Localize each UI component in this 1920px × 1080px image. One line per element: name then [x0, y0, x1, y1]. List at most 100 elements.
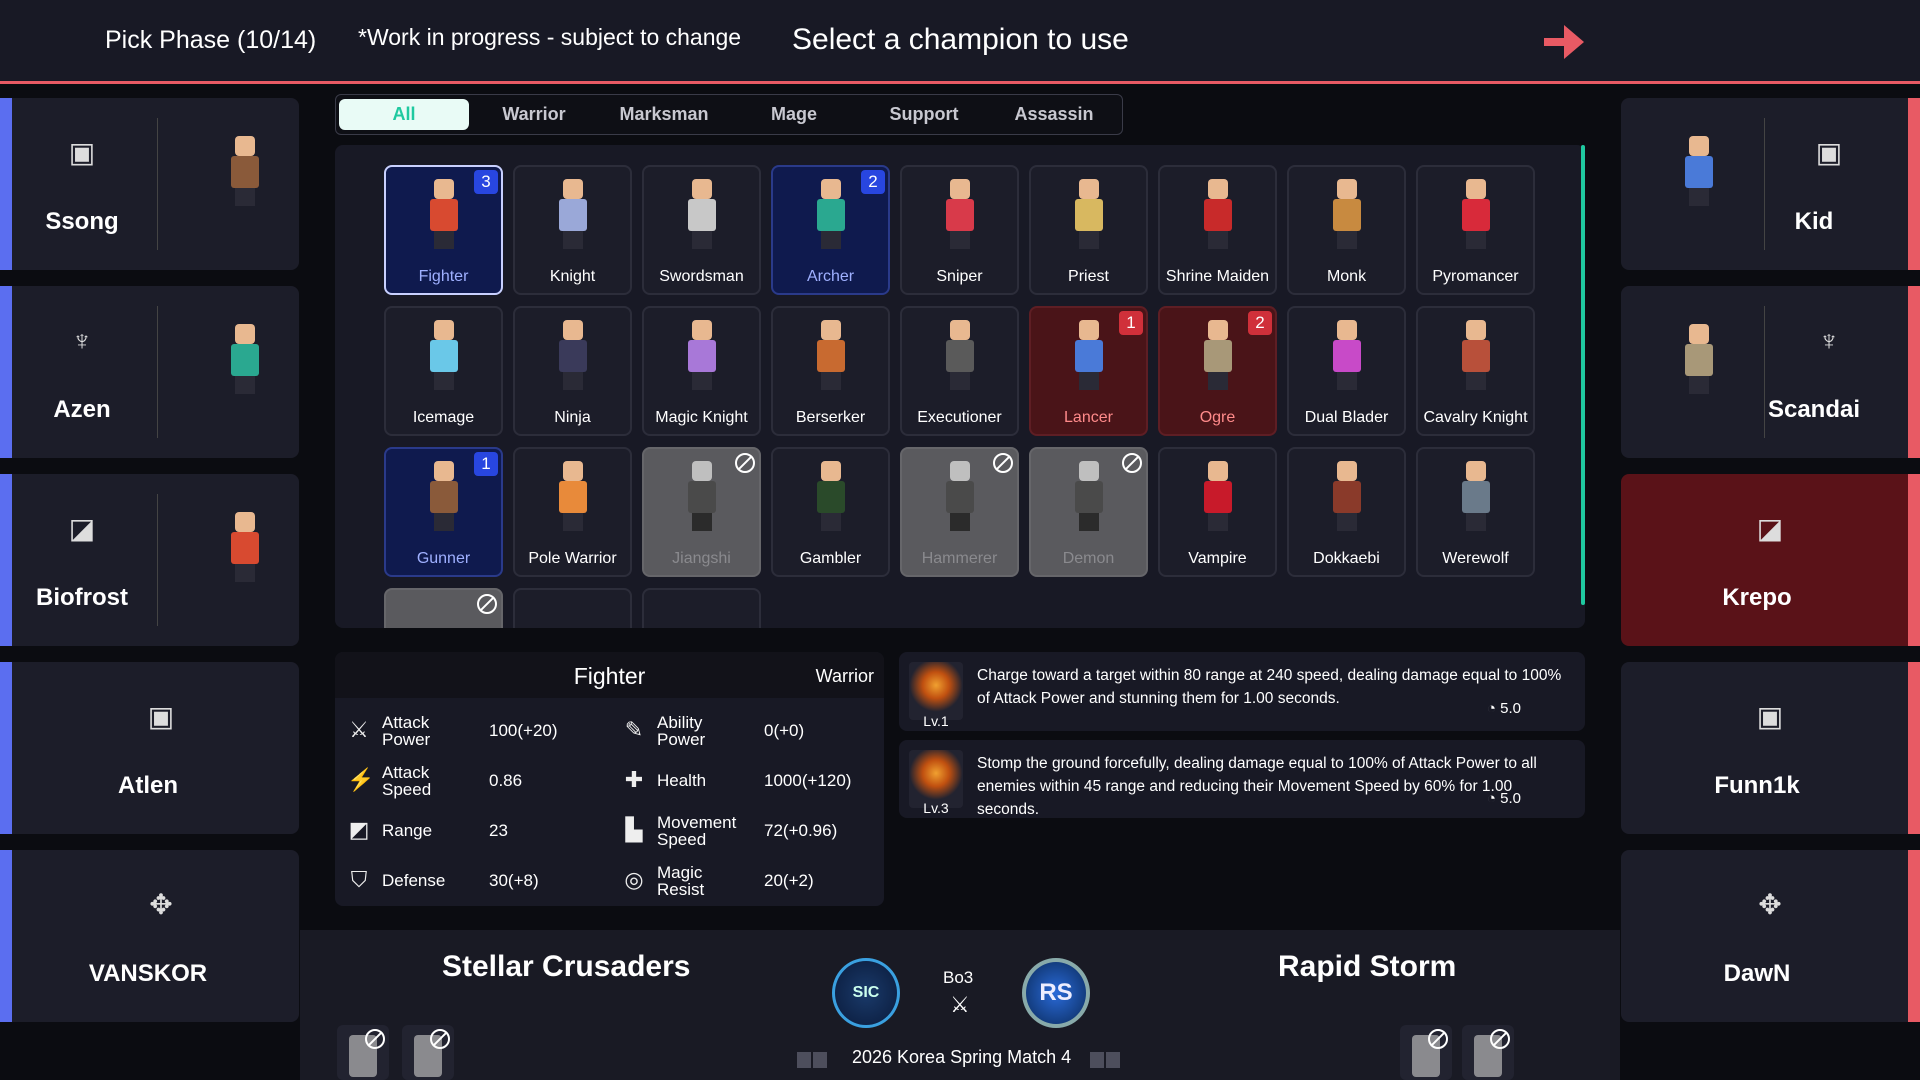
sprite-body — [946, 199, 974, 231]
skill-level: Lv.1 — [923, 713, 949, 729]
sprite-head — [1208, 461, 1228, 481]
game-indicator — [797, 1052, 811, 1068]
champion-card-demon: Demon — [1029, 447, 1148, 577]
support-icon: ✥ — [149, 889, 173, 920]
sprite-body — [946, 481, 974, 513]
skill-icon — [909, 662, 963, 720]
sprite-legs — [235, 564, 255, 582]
tab-mage[interactable]: Mage — [770, 104, 817, 124]
range-icon: ◩ — [348, 817, 370, 842]
champion-name: Werewolf — [1442, 550, 1509, 567]
player-slot: ▣ Funn1k — [1621, 662, 1920, 834]
champion-card-ninja[interactable]: Ninja — [513, 306, 632, 436]
champion-portrait — [187, 124, 277, 244]
knight-sprite — [553, 179, 593, 251]
champion-card-cavalry-knight[interactable]: Cavalry Knight — [1416, 306, 1535, 436]
pyromancer-sprite — [1456, 179, 1496, 251]
champion-card-berserker[interactable]: Berserker — [771, 306, 890, 436]
sprite-legs — [692, 372, 712, 390]
top-lane-icon: ▣ — [68, 137, 96, 168]
champion-name: Monk — [1326, 268, 1367, 285]
champion-card-pole-warrior[interactable]: Pole Warrior — [513, 447, 632, 577]
champion-card-icemage[interactable]: Icemage — [384, 306, 503, 436]
jiangshi-sprite — [682, 461, 722, 533]
sprite-legs — [821, 231, 841, 249]
cooldown-value: 5.0 — [1500, 700, 1521, 717]
champion-card-pyromancer[interactable]: Pyromancer — [1416, 165, 1535, 295]
team-left-name: Stellar Crusaders — [442, 950, 691, 983]
player-name: Ssong — [45, 208, 119, 235]
tab-marksman[interactable]: Marksman — [619, 104, 709, 124]
champion-name: Vampire — [1188, 550, 1247, 567]
champion-card-partial[interactable] — [384, 588, 503, 628]
champion-card-monk[interactable]: Monk — [1287, 165, 1406, 295]
ninja-sprite — [553, 320, 593, 392]
sprite-body — [688, 199, 716, 231]
berserker-sprite — [811, 320, 851, 392]
champion-portrait — [187, 312, 277, 432]
wand-icon: ✎ — [624, 717, 644, 742]
sprite-legs — [235, 188, 255, 206]
tab-assassin[interactable]: Assassin — [1014, 104, 1094, 124]
tab-warrior[interactable]: Warrior — [502, 104, 566, 124]
sprite-legs — [1208, 231, 1228, 249]
sprite-legs — [1466, 231, 1486, 249]
shield-icon: ⛉ — [350, 867, 368, 892]
champion-portrait — [1641, 124, 1731, 244]
champion-card-swordsman[interactable]: Swordsman — [642, 165, 761, 295]
sprite-legs — [1689, 376, 1709, 394]
sprite-body — [1204, 199, 1232, 231]
sprite-legs — [1466, 513, 1486, 531]
sprite-head — [563, 461, 583, 481]
game-indicator — [1106, 1052, 1120, 1068]
champion-name: Berserker — [795, 409, 866, 426]
ogre-sprite — [1679, 324, 1719, 396]
bot-lane-icon: ◪ — [1756, 513, 1784, 544]
champion-card-hammerer: Hammerer — [900, 447, 1019, 577]
stat-label: Magic Resist — [657, 863, 705, 899]
sprite-body — [231, 344, 259, 376]
sprite-legs — [692, 231, 712, 249]
champion-card-priest[interactable]: Priest — [1029, 165, 1148, 295]
sprite-head — [434, 179, 454, 199]
sprite-legs — [1079, 231, 1099, 249]
top-lane-icon: ▣ — [1756, 701, 1784, 732]
champion-card-sniper[interactable]: Sniper — [900, 165, 1019, 295]
champion-card-knight[interactable]: Knight — [513, 165, 632, 295]
player-name: Funn1k — [1714, 772, 1800, 799]
tab-all[interactable]: All — [339, 99, 469, 130]
cooldown-clock-icon: ◔ — [1486, 790, 1501, 807]
champion-card-dual-blader[interactable]: Dual Blader — [1287, 306, 1406, 436]
sprite-legs — [1689, 188, 1709, 206]
champion-card-shrine-maiden[interactable]: Shrine Maiden — [1158, 165, 1277, 295]
champion-card-magic-knight[interactable]: Magic Knight — [642, 306, 761, 436]
game-indicator — [1090, 1052, 1104, 1068]
sprite-legs — [434, 513, 454, 531]
champion-card-dokkaebi[interactable]: Dokkaebi — [1287, 447, 1406, 577]
champion-card-partial[interactable] — [642, 588, 761, 628]
header: Pick Phase (10/14) *Work in progress - s… — [0, 0, 1920, 84]
player-slot: ▣ Ssong — [0, 98, 299, 270]
tab-support[interactable]: Support — [889, 104, 959, 124]
champion-card-gambler[interactable]: Gambler — [771, 447, 890, 577]
ban-icon — [1490, 1029, 1510, 1049]
sprite-body — [1204, 481, 1232, 513]
player-slot: ◪Krepo — [1621, 474, 1920, 646]
champion-card-werewolf[interactable]: Werewolf — [1416, 447, 1535, 577]
champion-name: Pyromancer — [1432, 268, 1519, 285]
right-ban-2 — [1462, 1025, 1514, 1080]
grid-scrollbar[interactable] — [1581, 145, 1585, 605]
player-slot: ▣Atlen — [0, 662, 299, 834]
sprite-legs — [821, 372, 841, 390]
champion-card-executioner[interactable]: Executioner — [900, 306, 1019, 436]
monk-sprite — [1327, 179, 1367, 251]
sprite-head — [563, 179, 583, 199]
champion-card-vampire[interactable]: Vampire — [1158, 447, 1277, 577]
arrow-right-icon[interactable] — [1542, 22, 1586, 62]
sprite-head — [1466, 461, 1486, 481]
champion-card-partial[interactable] — [513, 588, 632, 628]
